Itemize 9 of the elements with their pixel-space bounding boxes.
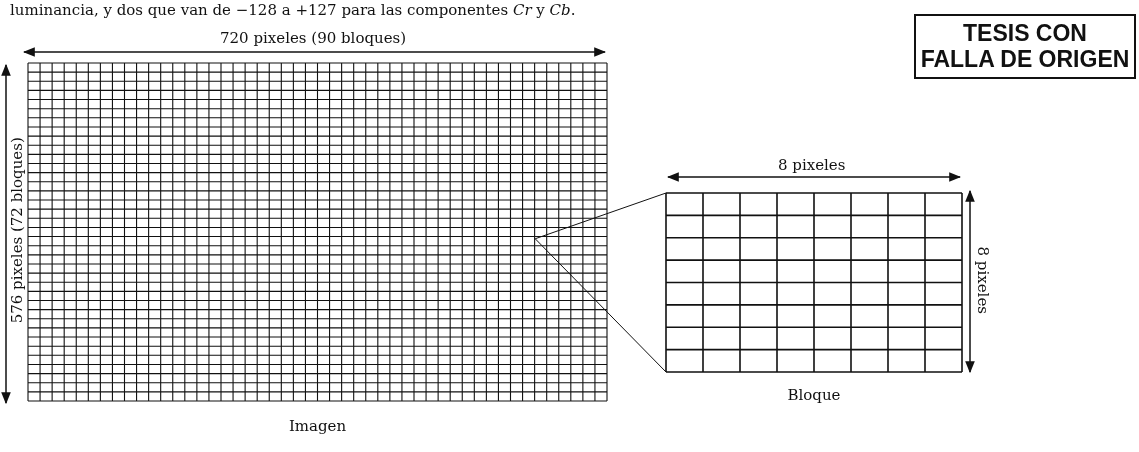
- dimension-label: 8 pixeles: [778, 157, 846, 174]
- stamp: TESIS CON FALLA DE ORIGEN: [914, 14, 1136, 79]
- zoom-line: [534, 192, 667, 240]
- dimension-label: 576 pixeles (72 bloques): [8, 137, 26, 324]
- node-label: Bloque: [787, 386, 841, 404]
- dimension-label: 720 pixeles (90 bloques): [220, 30, 407, 47]
- node-label: Imagen: [288, 417, 347, 435]
- text-line: luminancia, y dos que van de −128 a +127 para las componentes Cr y Cb.: [10, 2, 576, 19]
- zoom-line: [534, 238, 667, 373]
